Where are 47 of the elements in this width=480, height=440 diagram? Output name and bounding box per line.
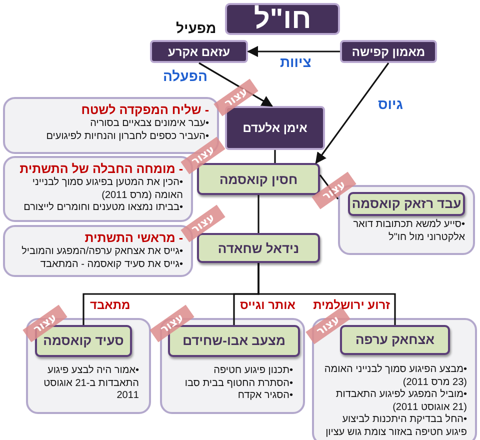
info-card: [3, 225, 193, 277]
connector-line: [246, 46, 340, 58]
person-name: מאמון קפישה: [352, 44, 426, 58]
edge-label: הפעלה: [163, 68, 208, 84]
person-box: [150, 40, 248, 63]
connector-line: [258, 263, 396, 325]
edge-label: מתאבד: [90, 298, 130, 312]
card-heading: - שליח המפקדה לשטח: [80, 103, 209, 118]
person-name: נידאל שחאדה: [218, 240, 300, 256]
card-text-bullet: •גייס את סעיד קואסמה - המתאבד: [39, 258, 183, 271]
card-text-bullet: •הסגיר אקדח: [236, 390, 293, 402]
person-box: [348, 192, 465, 216]
card-text-bullet: •תכנון פיגוע חטיפה: [212, 365, 293, 378]
person-box: [225, 106, 325, 150]
person-box: [197, 233, 320, 263]
card-text-bullet: •סייע למשא תכתובות דואר אלקטרוני מול חו"ל: [352, 219, 465, 244]
card-text-bullet: •גייס את אצחאק ערפה/המפגע והמוביל: [20, 246, 183, 258]
edge-label: גיוס: [378, 96, 403, 112]
connector-line: [198, 62, 273, 107]
edge-label: ציוות: [280, 54, 312, 70]
card-heading: - מראשי התשתית: [84, 231, 183, 246]
connector-line: [274, 150, 276, 163]
card-text-bullet: •עבר אימונים צבאיים בסוריה: [89, 118, 209, 130]
connector-line: [319, 174, 339, 200]
person-box: [197, 163, 320, 195]
edge-label: אותר וגייס: [240, 298, 296, 312]
org-box: [225, 3, 340, 35]
relation-label: מפעיל: [176, 20, 216, 36]
person-box: [340, 40, 437, 63]
person-name: אימן אלעדם: [242, 121, 308, 135]
person-name: חסין קואסמה: [219, 172, 298, 186]
org-name: חו"ל: [254, 3, 312, 35]
connector-line: [258, 195, 260, 233]
connector-line: [315, 62, 390, 164]
card-heading: - מומחה החבלה של התשתית: [18, 162, 183, 176]
person-box: [340, 325, 450, 355]
card-text-bullet: •בביתו נמצאו מטענים וחומרים לייצורם: [22, 202, 183, 214]
card-text-bullet: •מבצע הפיגוע סמוך לבנייני האומה (23 מרס 2011): [323, 364, 467, 388]
person-name: אצחאק ערפה: [356, 334, 435, 346]
card-text-bullet: •הסתרת החטוף בבית סבו: [184, 378, 293, 390]
card-text-bullet: •הכין את המטען בפיגוע סמוך לבנייני האומה (מרס 2011): [31, 177, 183, 202]
person-name: עזאם אקרע: [168, 44, 230, 58]
info-card: [3, 156, 193, 222]
info-card: [312, 318, 477, 440]
card-text-bullet: •מוביל המפגע לפיגוע התאבדות (21 אוגוסט 2011): [334, 389, 467, 414]
card-text-bullet: •החל בבדיקת היתכנות לביצוע פיגוע חטיפה באזור צומת גוש עציון: [324, 414, 467, 439]
card-text-bullet: •אמור היה לבצע פיגוע התאבדות ב-21 אוגוסט 2011: [42, 365, 139, 402]
